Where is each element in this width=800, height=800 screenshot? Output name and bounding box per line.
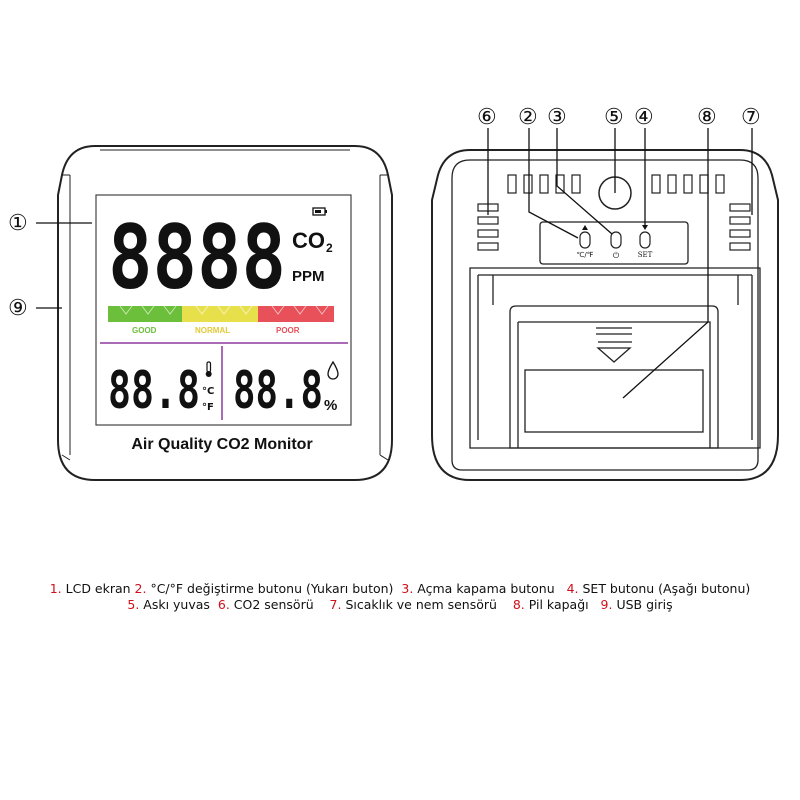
normal-segment [182,306,258,322]
down-arrow-icon [642,225,648,230]
humidity-reading: 88.8 [233,361,323,421]
cf-button[interactable]: ℃/℉ [577,225,594,259]
battery-icon [312,207,327,216]
normal-label: NORMAL [195,326,230,335]
good-segment [108,306,182,322]
power-icon: ⏻ [613,251,620,260]
ppm-label: PPM [292,268,325,285]
legend-text-2: °C/°F değiştirme butonu (Yukarı buton) [146,581,402,596]
legend-text-9: USB giriş [612,597,673,612]
callout-6: ⑥ [477,105,497,130]
co2-subscript: 2 [326,241,333,255]
legend-num-7: 7. [329,597,342,612]
fahrenheit-unit: °F [202,402,214,413]
water-drop-icon [327,360,339,380]
callout-7: ⑦ [741,105,761,130]
humidity-unit: % [324,397,337,414]
legend-text-6: CO2 sensörü [229,597,330,612]
legend-text-7: Sıcaklık ve nem sensörü [341,597,513,612]
legend-num-3: 3. [401,581,414,596]
callout-1: ① [8,211,28,236]
legend-text-3: Açma kapama butonu [413,581,567,596]
back-device: ℃/℉ ⏻ SET ⑥ ② ③ ⑤ ④ ⑧ ⑦ [431,105,779,481]
thermometer-icon [205,361,212,377]
air-quality-bar [108,305,334,322]
right-side-vents [729,203,751,251]
legend-num-2: 2. [134,581,147,596]
co2-label: CO [292,228,325,253]
temperature-reading: 88.8 [108,361,200,421]
legend-num-4: 4. [566,581,579,596]
legend-text-5: Askı yuvas [139,597,218,612]
front-device: 8888 CO 2 PPM GOOD NORMAL POOR 88.8 °C °… [8,145,393,481]
product-title: Air Quality CO2 Monitor [131,436,312,453]
cf-button-label: ℃/℉ [577,251,594,259]
legend-line-2: 5. Askı yuvas 6. CO2 sensörü 7. Sıcaklık… [0,597,800,612]
callout-3: ③ [547,105,567,130]
co2-reading: 8888 [108,206,286,309]
callout-9: ⑨ [8,296,28,321]
poor-label: POOR [276,326,300,335]
legend-text-4: SET butonu (Aşağı butonu) [578,581,751,596]
battery-cover[interactable] [509,305,719,449]
legend-num-8: 8. [512,597,525,612]
stand [469,267,761,449]
up-arrow-icon [582,225,588,230]
legend-num-5: 5. [127,597,140,612]
legend-text-8: Pil kapağı [524,597,601,612]
callout-5: ⑤ [604,105,624,130]
callout-2: ② [518,105,538,130]
celsius-unit: °C [202,386,214,397]
good-label: GOOD [132,326,157,335]
power-button[interactable]: ⏻ [610,231,622,260]
legend-num-6: 6. [217,597,230,612]
callout-4: ④ [634,105,654,130]
legend-num-9: 9. [600,597,613,612]
callout-8: ⑧ [697,105,717,130]
set-button-label: SET [638,251,653,259]
legend-line-1: 1. LCD ekran 2. °C/°F değiştirme butonu … [0,581,800,596]
legend-num-1: 1. [49,581,62,596]
button-panel [539,221,689,265]
set-button[interactable]: SET [638,225,653,259]
poor-segment [258,306,334,322]
legend-text-1: LCD ekran [61,581,135,596]
